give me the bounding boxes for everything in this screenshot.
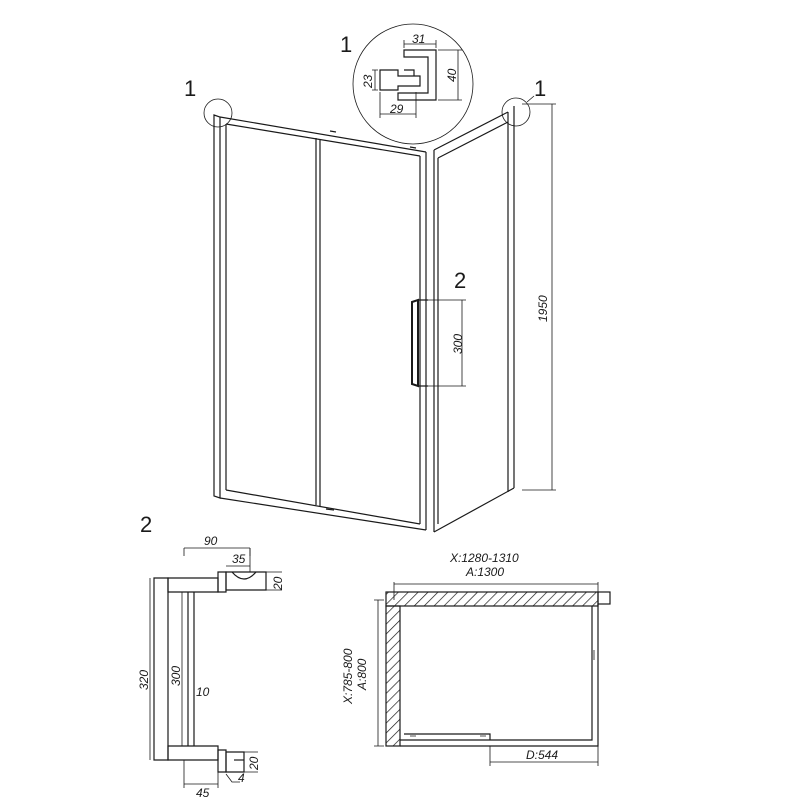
roller-mark-top (329, 130, 337, 133)
top-rail-inner (225, 123, 421, 157)
shower-enclosure-view: 300 1950 1 1 2 (184, 76, 556, 533)
side-top-rail-outer (433, 111, 509, 151)
handle-bar (153, 577, 169, 761)
dim-plan-x-depth: X:785-800 (341, 648, 355, 705)
bottom-bracket-block (225, 751, 245, 773)
dim-handle-length: 300 (451, 334, 465, 354)
bottom-bracket-stem (217, 749, 227, 773)
dim-profile-right (438, 49, 462, 101)
dim-profile-h-left: 23 (361, 74, 375, 89)
dim-bracket-width: 35 (232, 552, 246, 566)
profile-callout-circle-left (203, 98, 233, 128)
dim-profile-bottom (379, 92, 417, 118)
top-rail-outer (219, 116, 427, 153)
profile-callout-circle-right (501, 97, 531, 127)
dim-plan-a-depth: A:800 (355, 658, 369, 691)
dim-bracket-top-h: 20 (271, 576, 285, 591)
dim-plan-a-width: A:1300 (465, 565, 504, 579)
profile-shape-outer (397, 49, 437, 101)
callout-handle: 2 (454, 268, 466, 293)
wall-left (385, 605, 401, 747)
handle-grip-lines (187, 592, 195, 746)
callout-right: 1 (534, 76, 546, 101)
dim-profile-w-bottom: 29 (389, 102, 404, 116)
dim-height-total: 320 (137, 670, 151, 690)
dim-bracket-bottom-h: 20 (247, 756, 261, 771)
top-bracket-curve (231, 571, 257, 580)
dim-door-width: D:544 (526, 748, 558, 762)
top-bracket-stem (217, 571, 227, 593)
profile-shape-inner (379, 69, 421, 91)
dim-handle-lines (428, 299, 466, 387)
corner-end-block (597, 591, 611, 605)
door-handle (411, 298, 419, 388)
left-post (213, 114, 221, 499)
profile-notch (404, 69, 415, 76)
dim-width-total: 90 (204, 534, 218, 548)
dim-4-leader (225, 773, 240, 783)
dim-profile-h-right: 40 (445, 68, 459, 82)
dim-bar-diam: 10 (196, 685, 210, 699)
dim-door-line (489, 746, 599, 766)
dim-45-lines (183, 760, 219, 788)
enclosure-outline-outer (400, 604, 599, 747)
dim-profile-w-top: 31 (412, 32, 425, 46)
bottom-rail-inner (225, 489, 421, 525)
callout-handle-detail: 2 (140, 512, 152, 537)
profile-detail-circle (352, 23, 474, 145)
dim-small-offset: 4 (238, 771, 245, 785)
side-bottom-rail (433, 487, 515, 533)
side-top-rail-inner (437, 121, 509, 159)
handle-bottom-arm (167, 745, 219, 761)
dim-height: 1950 (536, 295, 550, 322)
dim-plan-x-range: X:1280-1310 (449, 551, 519, 565)
handle-brackets (418, 299, 428, 387)
plan-view: X:1280-1310 A:1300 X:785-800 A:800 D:544 (341, 551, 611, 766)
dim-20-bottom-lines (244, 751, 258, 773)
dim-height-inner: 300 (169, 666, 183, 686)
bottom-rail-outer (219, 497, 427, 531)
callout-profile-top: 1 (340, 32, 352, 57)
dim-base-offset: 45 (196, 786, 210, 800)
dim-profile-left (372, 69, 378, 91)
profile-detail: 1 31 40 23 29 (340, 23, 474, 145)
sliding-door-track (404, 733, 491, 740)
dim-20-top-lines (266, 571, 282, 591)
dim-plan-depth-line (374, 599, 384, 747)
top-bracket-block (225, 571, 267, 591)
callout-leader-right (526, 95, 535, 103)
dim-profile-top (403, 40, 437, 48)
enclosure-outline (400, 606, 593, 741)
handle-top-arm (167, 577, 219, 593)
callout-left: 1 (184, 76, 196, 101)
handle-detail: 2 90 35 20 320 300 10 20 45 4 (137, 512, 285, 800)
wall-top (385, 591, 599, 607)
roller-mark-top-2 (409, 146, 417, 149)
dim-35-lines (226, 548, 251, 572)
roller-mark-bottom (325, 508, 335, 511)
